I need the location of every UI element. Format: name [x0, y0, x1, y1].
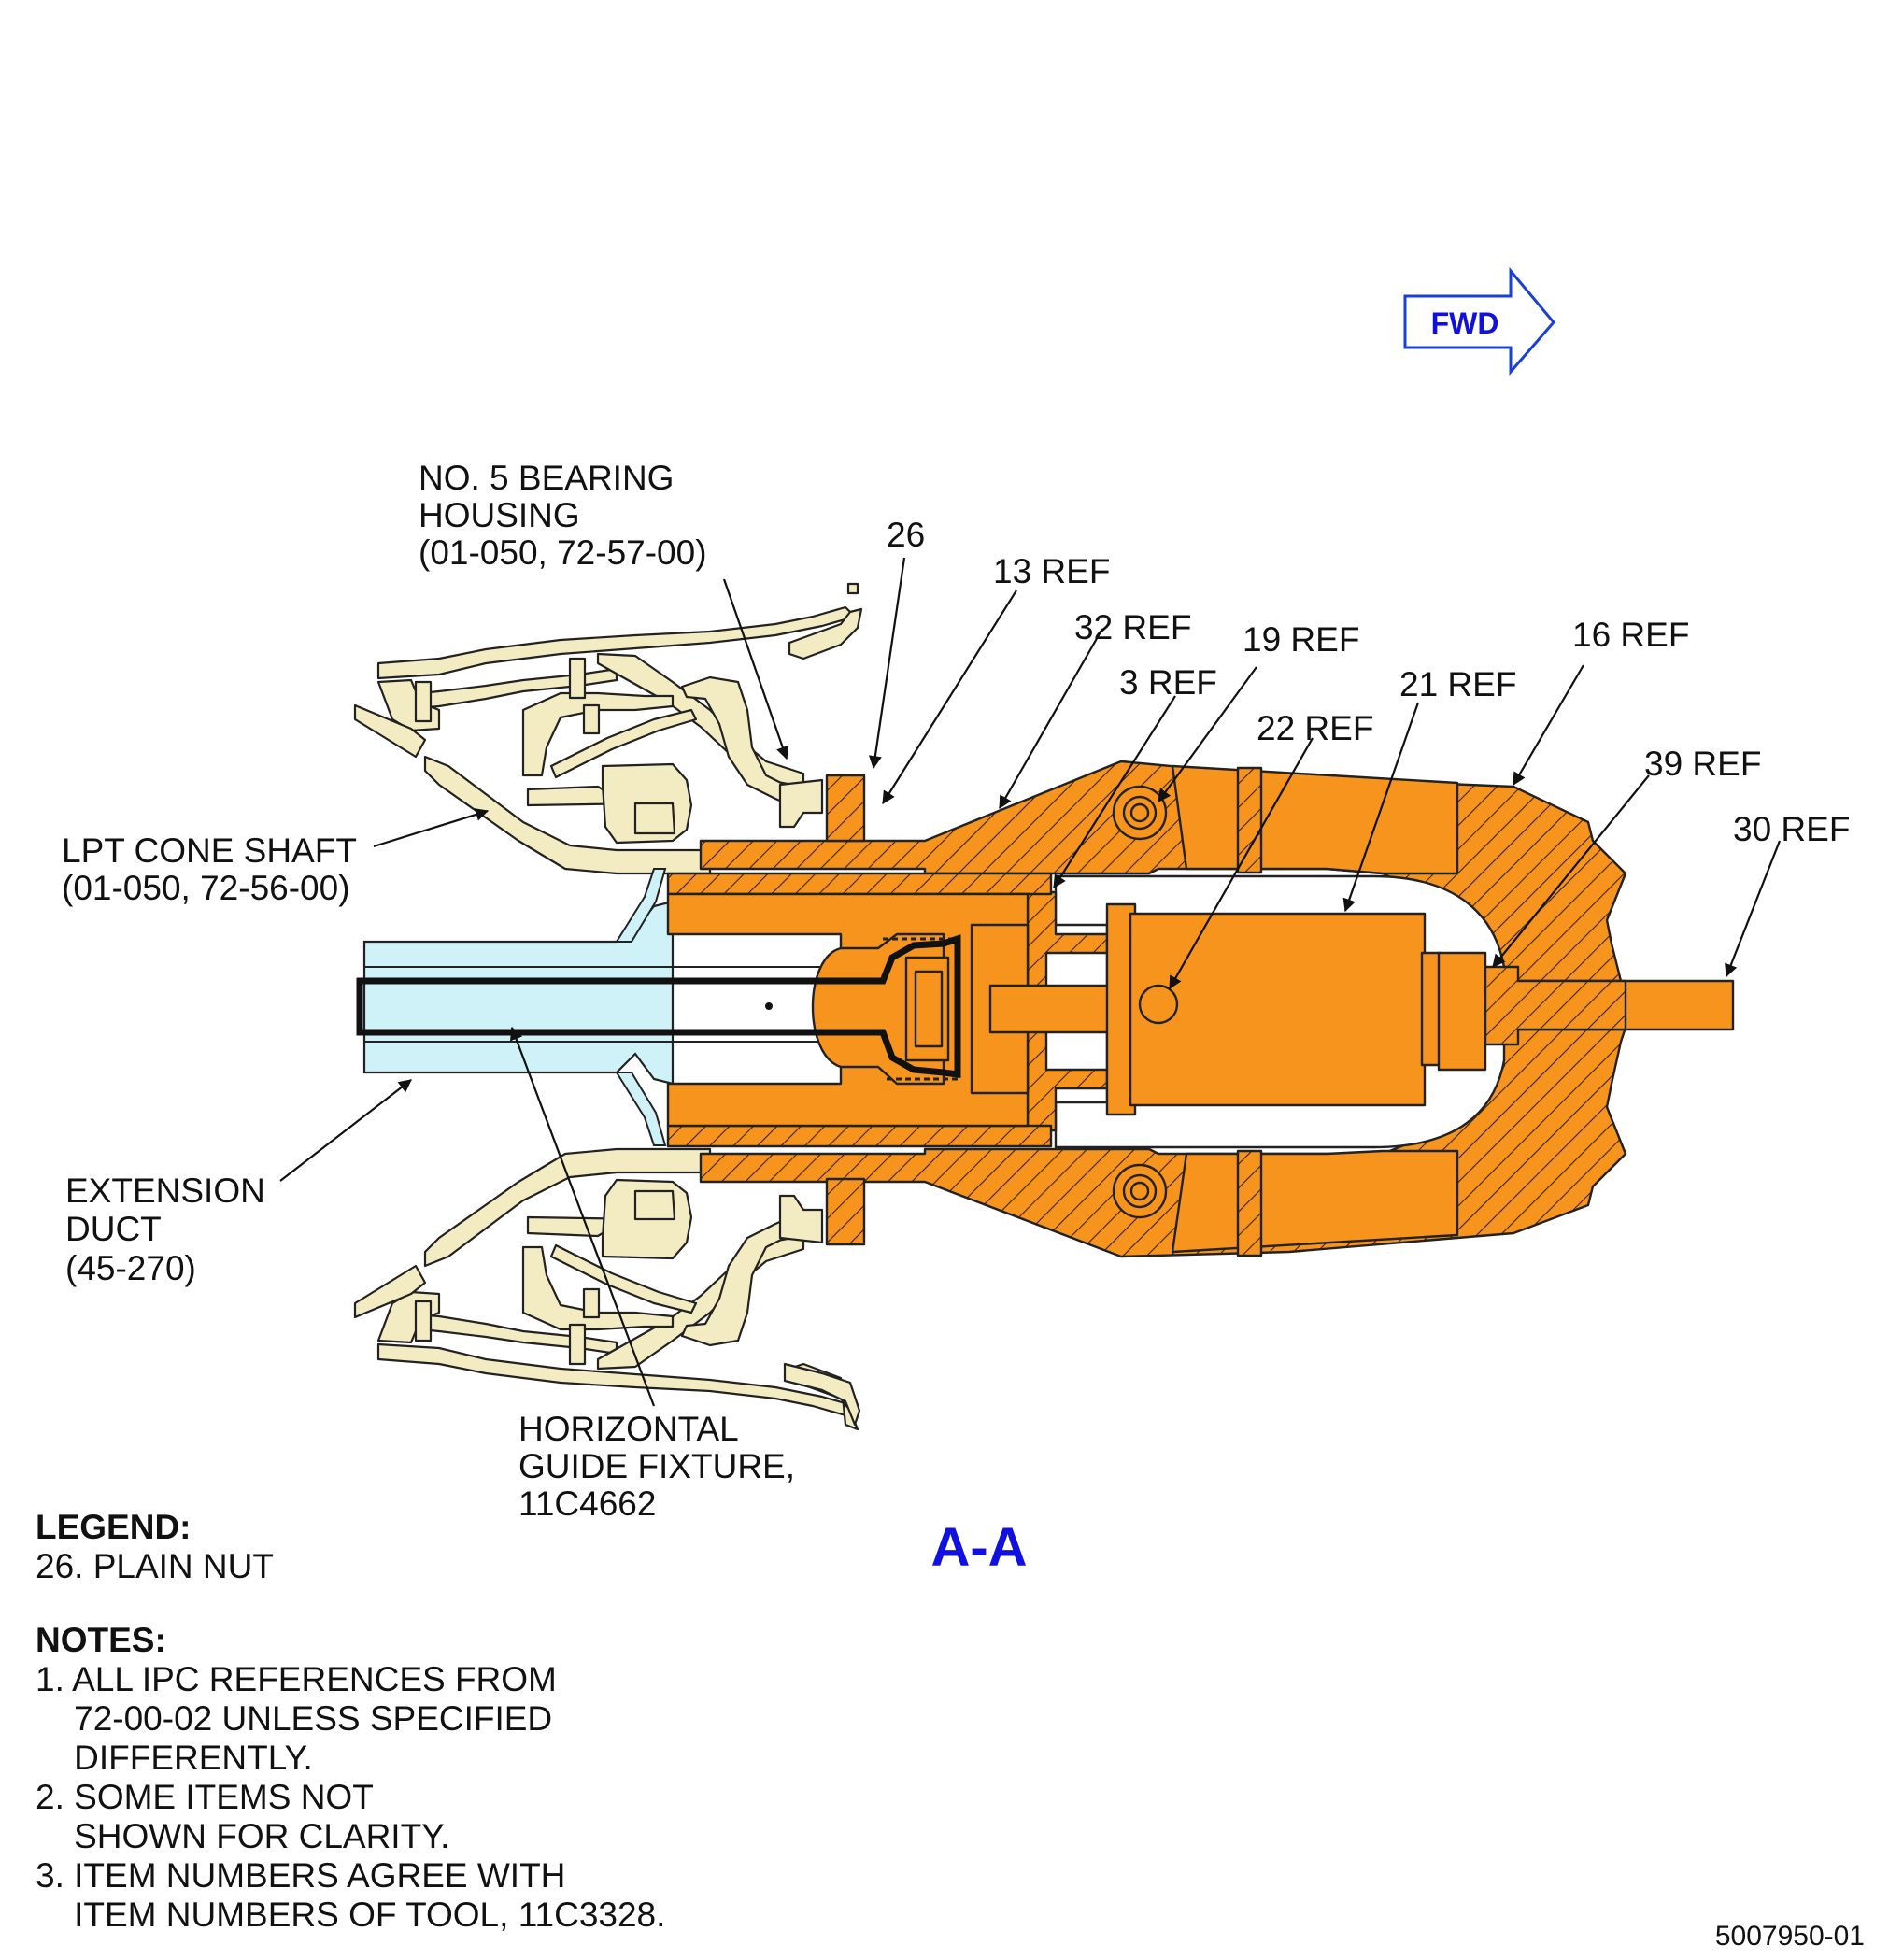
callout-extension-duct-line2: DUCT — [65, 1210, 162, 1248]
lower-diag-strut — [549, 1243, 698, 1314]
upper-screw-2 — [582, 703, 601, 735]
upper-flange-right — [788, 607, 863, 660]
legend-title: LEGEND: — [36, 1508, 192, 1546]
callout-21: 21 REF — [1399, 665, 1516, 703]
note-line: 3. ITEM NUMBERS AGREE WITH — [36, 1856, 566, 1895]
end-block-hatched — [1484, 965, 1627, 1046]
callout-26: 26 — [887, 516, 925, 554]
callout-extension-duct-line3: (45-270) — [65, 1249, 196, 1287]
note-line: 2. SOME ITEMS NOT — [36, 1778, 374, 1816]
callout-bearing-housing-line3: (01-050, 72-57-00) — [419, 533, 707, 572]
guide-fixture-hole — [765, 1002, 773, 1010]
callout-13: 13 REF — [993, 552, 1110, 590]
upper-diag-strut — [549, 708, 698, 779]
lpt-cone-lower — [423, 1147, 712, 1268]
upper-sleeve-plate — [666, 872, 1053, 896]
callout-19: 19 REF — [1243, 620, 1359, 659]
actuator-cylinder — [1129, 912, 1427, 1107]
leader-21 — [1342, 702, 1420, 913]
upper-screw-3 — [414, 680, 433, 723]
fwd-label: FWD — [1431, 306, 1499, 340]
lower-screw-1 — [568, 1323, 587, 1366]
callout-bearing-housing-line2: HOUSING — [419, 496, 580, 534]
note-line: ITEM NUMBERS OF TOOL, 11C3328. — [36, 1896, 666, 1934]
callout-labels: NO. 5 BEARING HOUSING (01-050, 72-57-00)… — [62, 459, 1850, 1523]
upper-pin — [846, 582, 859, 595]
callout-guide-fixture-line3: 11C4662 — [518, 1484, 656, 1523]
upper-hatched-strip — [1236, 766, 1263, 874]
note-line: 1. ALL IPC REFERENCES FROM — [36, 1660, 557, 1698]
notes-title: NOTES: — [36, 1621, 166, 1659]
leader-3 — [1053, 695, 1176, 888]
callout-extension-duct-line1: EXTENSION — [65, 1172, 265, 1210]
pivot-pin-upper — [1112, 785, 1168, 841]
fwd-direction-arrow: FWD — [1403, 266, 1555, 376]
lower-screw-2 — [582, 1287, 601, 1319]
callout-39: 39 REF — [1644, 745, 1761, 783]
lower-bearing-inner — [633, 1189, 676, 1221]
tool-assembly — [666, 760, 1735, 1258]
upper-inner-wall — [521, 691, 675, 777]
horizontal-guide-fixture — [356, 934, 961, 1078]
note-line: 72-00-02 UNLESS SPECIFIED — [36, 1699, 553, 1738]
upper-arm-solid — [1171, 764, 1459, 875]
shaft-rod — [988, 984, 1123, 1034]
lower-sleeve-plate — [666, 1124, 1053, 1148]
callout-lpt-cone-shaft-line2: (01-050, 72-56-00) — [62, 869, 350, 907]
note-line: SHOWN FOR CLARITY. — [36, 1817, 450, 1855]
upper-blade-ring — [391, 667, 618, 712]
leader-22 — [1169, 737, 1314, 990]
lower-screw-3 — [414, 1300, 433, 1342]
guide-plug-inner — [914, 970, 944, 1048]
callout-32: 32 REF — [1074, 608, 1191, 646]
leader-19 — [1158, 666, 1257, 802]
leader-extension-duct — [279, 1079, 412, 1182]
plain-nut-lower — [825, 1177, 866, 1246]
leader-lpt-cone-shaft — [373, 808, 490, 848]
callout-guide-fixture-line1: HORIZONTAL — [518, 1410, 739, 1448]
leader-bearing-housing — [722, 578, 789, 760]
right-arrow-outline-icon — [1403, 266, 1555, 376]
figure-number: 5007950-01 — [1715, 1921, 1865, 1952]
callout-3: 3 REF — [1119, 663, 1217, 702]
lower-arm-solid — [1171, 1149, 1459, 1254]
pivot-pin-lower — [1112, 1163, 1168, 1219]
lpt-cone-upper-arm — [353, 703, 427, 759]
leader-lines — [279, 557, 1782, 1407]
actuator-pin-22 — [1138, 984, 1179, 1025]
section-view-label: A-A — [930, 1517, 1027, 1578]
actuator-collar — [1437, 951, 1487, 1072]
upper-housing-flange — [778, 778, 824, 829]
lower-blade-ring — [391, 1311, 618, 1356]
duct-lower-flare — [615, 1072, 667, 1146]
lower-housing-flange — [778, 1194, 824, 1244]
callout-bearing-housing-line1: NO. 5 BEARING — [419, 459, 674, 497]
leader-39 — [1492, 774, 1650, 968]
callout-16: 16 REF — [1572, 616, 1689, 654]
lpt-cone-lower-arm — [353, 1264, 427, 1319]
note-line: DIFFERENTLY. — [36, 1739, 313, 1777]
callout-lpt-cone-shaft-line1: LPT CONE SHAFT — [62, 831, 357, 870]
duct-upper-flare — [615, 868, 667, 943]
plain-nut-upper — [825, 774, 866, 843]
lower-tail — [783, 1362, 861, 1427]
lower-hatched-strip — [1236, 1149, 1263, 1257]
leader-16 — [1513, 664, 1584, 787]
leader-30 — [1725, 840, 1782, 978]
leader-guide-fixture — [509, 1026, 656, 1407]
legend-item: 26. PLAIN NUT — [36, 1547, 274, 1585]
upper-bearing-inner — [633, 802, 676, 835]
inner-hatched-sleeve — [1026, 890, 1109, 1132]
upper-screw-1 — [568, 657, 587, 700]
leader-32 — [999, 628, 1103, 810]
lower-inner-wall — [521, 1245, 675, 1331]
leader-26 — [868, 557, 906, 770]
leader-13 — [882, 589, 1017, 804]
callout-30: 30 REF — [1733, 810, 1850, 848]
callout-guide-fixture-line2: GUIDE FIXTURE, — [518, 1447, 795, 1485]
callout-22: 22 REF — [1257, 709, 1373, 747]
